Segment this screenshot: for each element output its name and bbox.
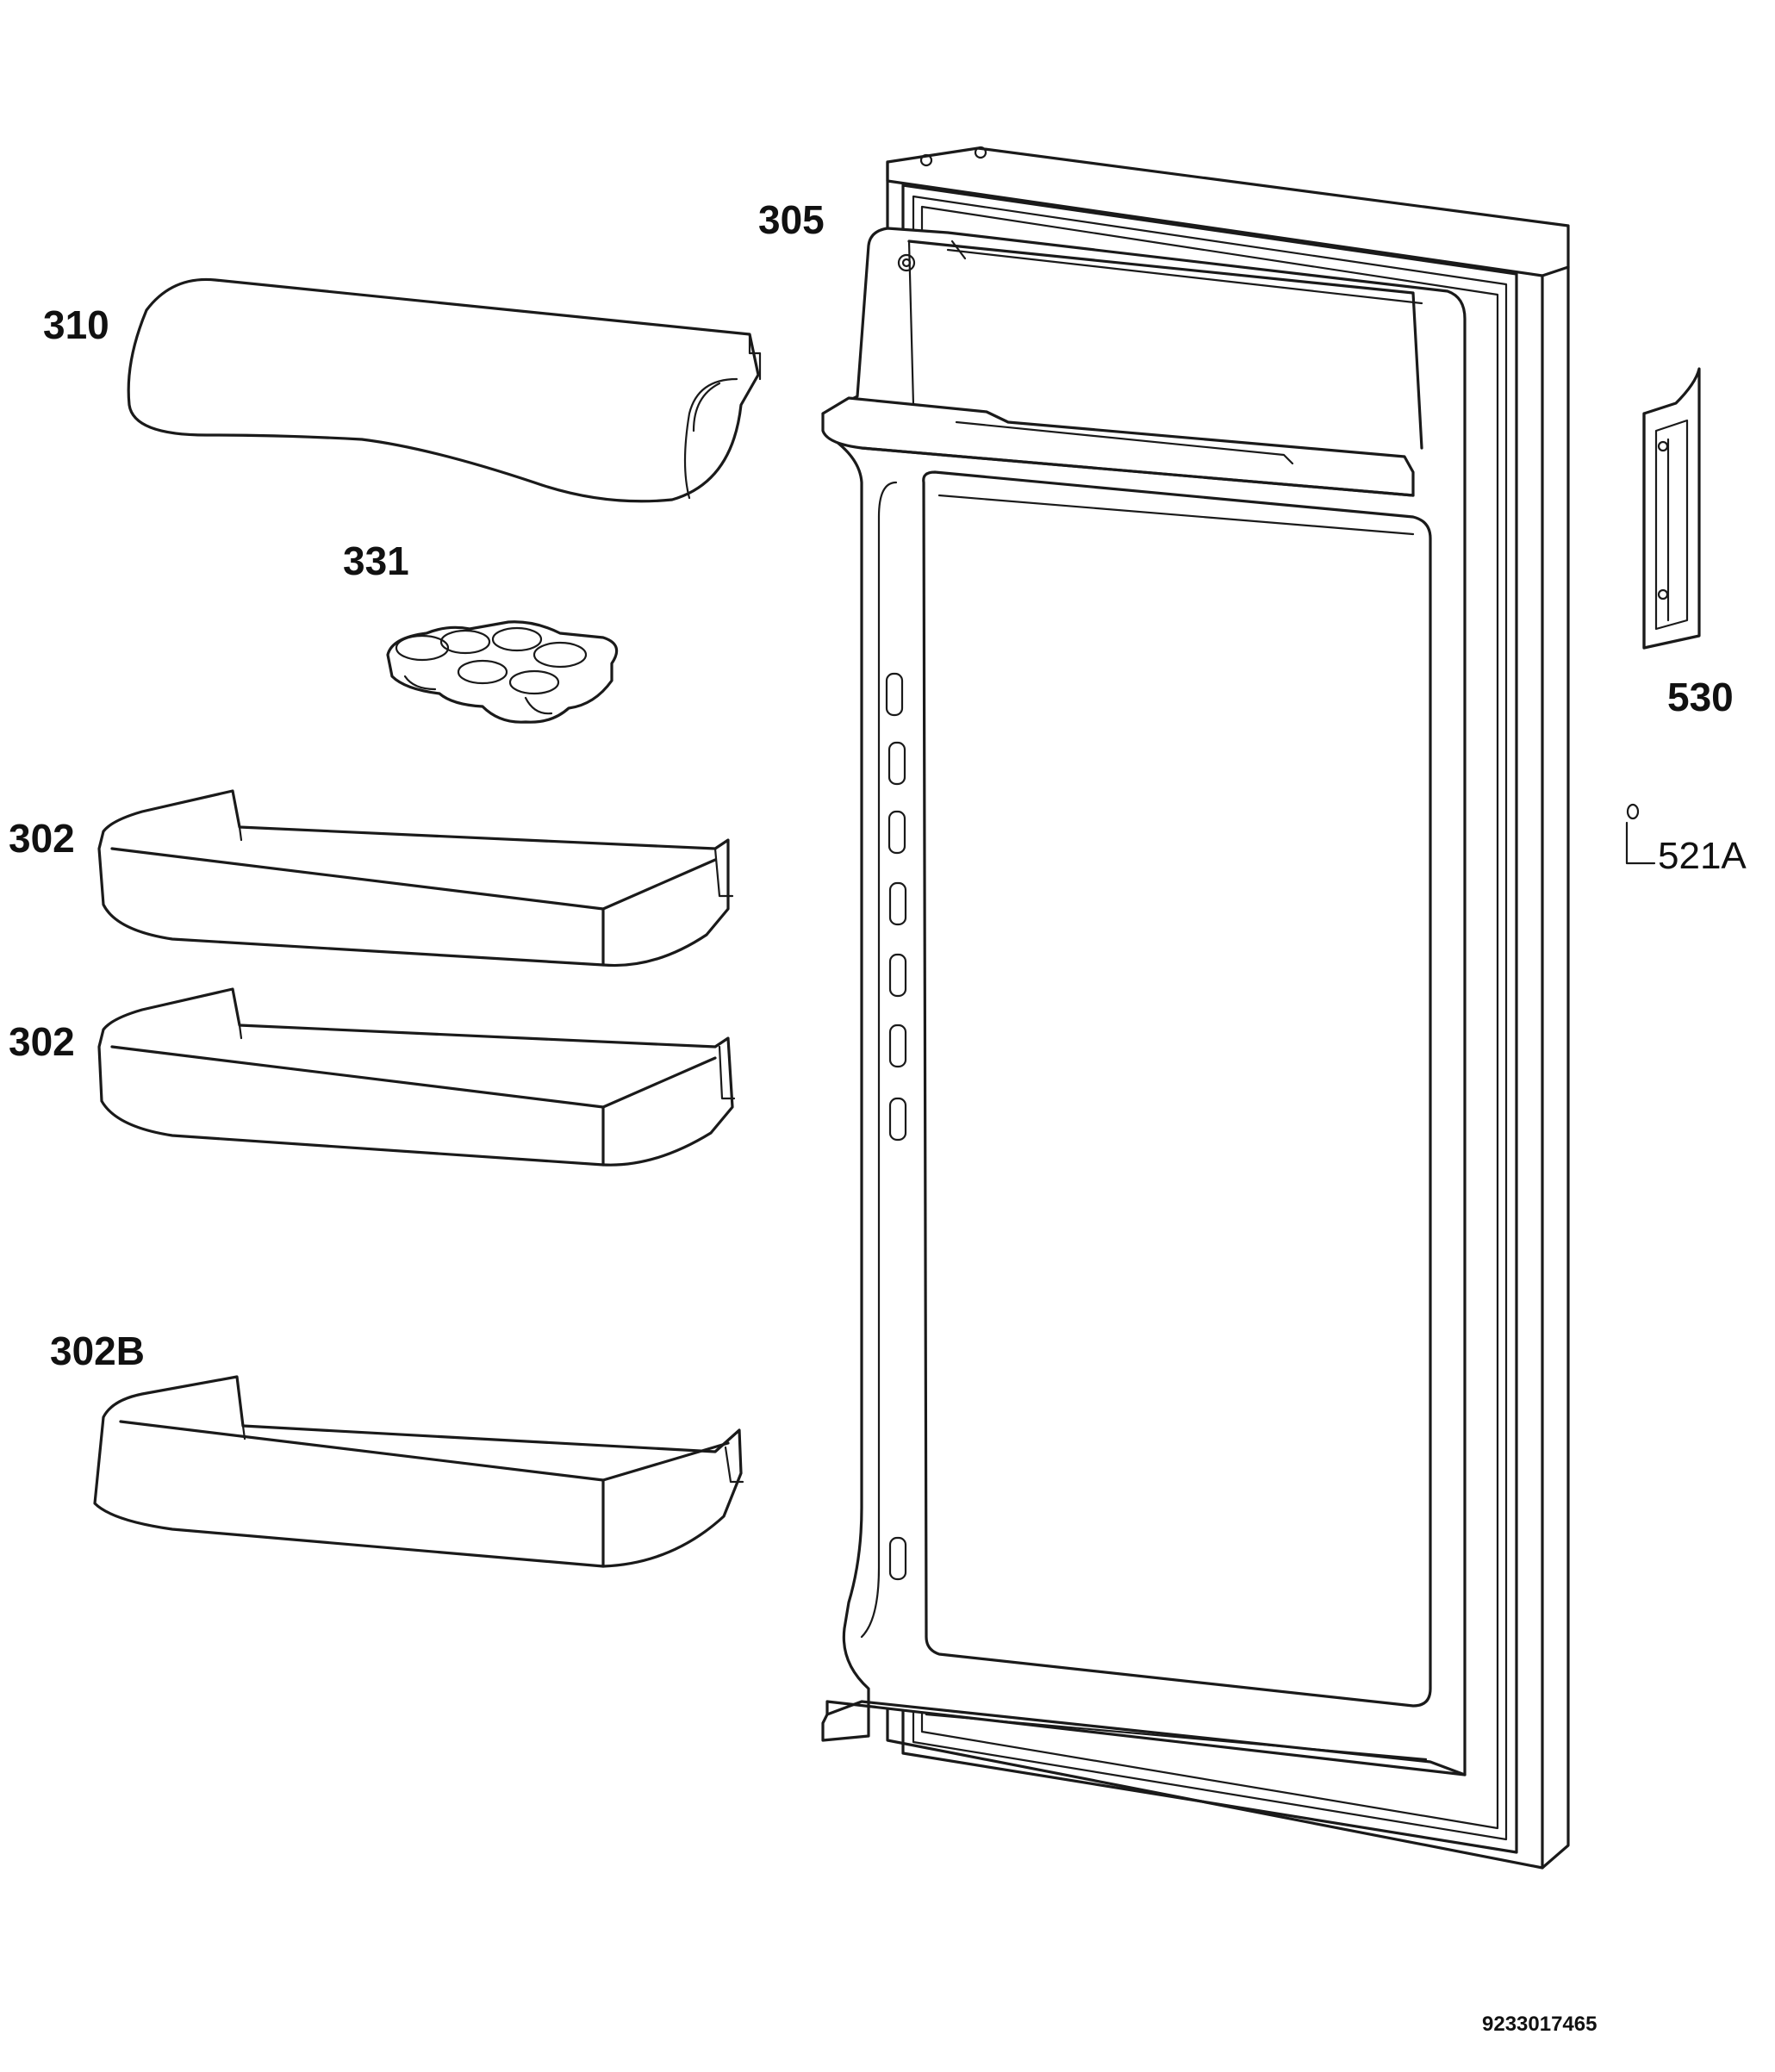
part-label-310: 310 (43, 302, 109, 347)
bottle-shelf-part (93, 1375, 744, 1568)
part-label-331: 331 (343, 538, 409, 583)
document-number: 9233017465 (1482, 2013, 1598, 2036)
part-label-302-second: 302 (9, 1019, 75, 1064)
egg-tray-part (386, 620, 619, 724)
door-handle-part (1642, 367, 1701, 650)
screw-part (1625, 803, 1656, 865)
part-label-521A: 521A (1658, 835, 1747, 877)
door-shelf-part-2 (97, 987, 736, 1167)
door-shelf-part-1 (97, 789, 734, 968)
part-label-302B: 302B (50, 1328, 145, 1373)
shelf-slots (885, 672, 907, 1581)
part-label-305: 305 (758, 197, 825, 242)
door-assembly-part (821, 146, 1570, 1870)
part-label-302-first: 302 (9, 816, 75, 861)
part-label-530: 530 (1667, 675, 1734, 719)
dairy-compartment-cover-part (127, 277, 762, 503)
